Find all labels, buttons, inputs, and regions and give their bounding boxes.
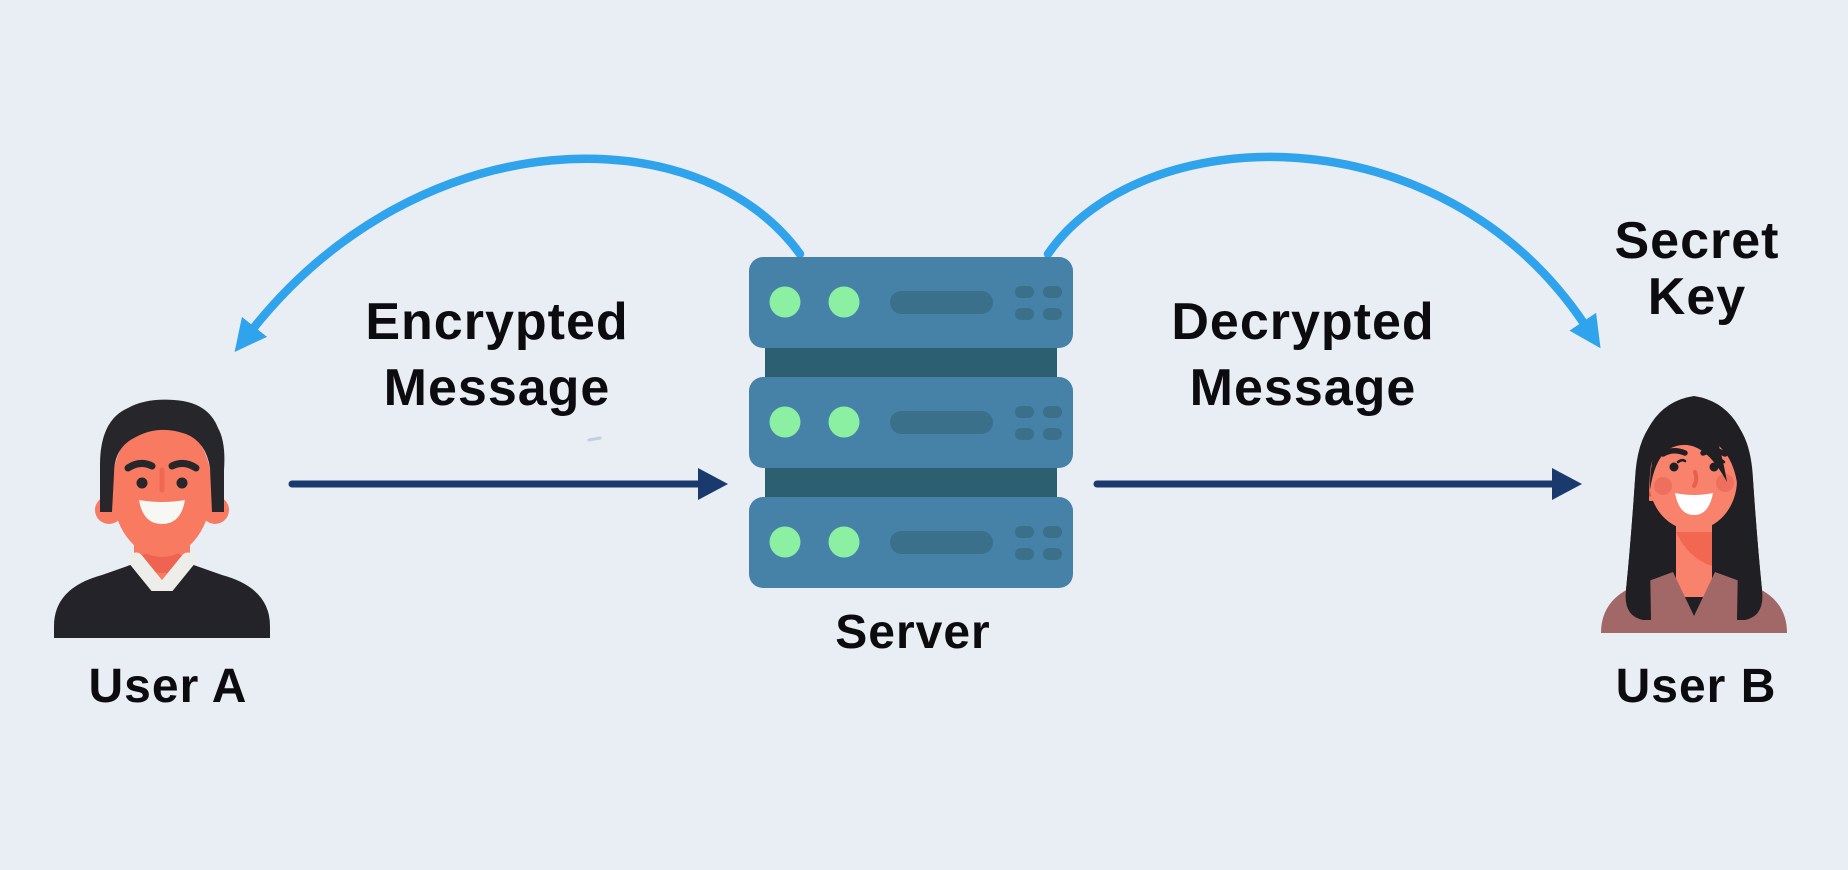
eyebrow xyxy=(1660,448,1688,457)
collar-point xyxy=(148,591,176,614)
drive-slot xyxy=(890,531,993,554)
label-line: Secret xyxy=(1614,212,1780,270)
server-unit xyxy=(749,377,1073,468)
eye xyxy=(136,477,148,489)
drive-slot xyxy=(890,291,993,314)
cheek xyxy=(1654,477,1672,495)
user-b-label: User B xyxy=(1615,660,1777,713)
label-line: Message xyxy=(1189,359,1417,417)
secret-key-arrow-to-user-b xyxy=(1043,152,1601,349)
smile xyxy=(139,500,185,524)
vent-dot xyxy=(1043,428,1062,440)
label-line: Message xyxy=(383,359,611,417)
neck-shadow xyxy=(1676,532,1712,566)
server-unit xyxy=(749,497,1073,588)
label-line: Encrypted xyxy=(365,293,629,351)
user-b-avatar xyxy=(1601,396,1787,633)
vent-dot xyxy=(1015,526,1034,538)
secret-key-arrow-to-user-a xyxy=(234,154,805,352)
hair-strand-left xyxy=(1625,414,1663,620)
label-line: Decrypted xyxy=(1171,293,1435,351)
secret-key-label: Secret Key xyxy=(1547,213,1847,325)
eyebrow xyxy=(124,459,156,472)
led-light xyxy=(769,286,801,318)
server-connector xyxy=(765,343,1057,383)
vent-dot xyxy=(1043,308,1062,320)
hair-fringe xyxy=(1649,418,1739,490)
hair-strand-right xyxy=(1725,414,1763,620)
led-light xyxy=(769,526,801,558)
vent-dot xyxy=(1015,428,1034,440)
vent-dot xyxy=(1015,548,1034,560)
label-line: Key xyxy=(1647,268,1747,326)
smile xyxy=(1675,493,1713,515)
led-light xyxy=(828,526,860,558)
led-light xyxy=(769,406,801,438)
led-light xyxy=(828,406,860,438)
eyelash xyxy=(1676,458,1687,464)
nose xyxy=(1692,470,1699,488)
eye xyxy=(176,477,188,489)
drive-slot xyxy=(890,411,993,434)
server-connector xyxy=(765,463,1057,503)
server-unit xyxy=(749,257,1073,348)
vent-dot xyxy=(1043,286,1062,298)
led-light xyxy=(828,286,860,318)
vent-dot xyxy=(1015,308,1034,320)
server-label: Server xyxy=(835,606,991,659)
vent-dot xyxy=(1043,406,1062,418)
vent-dot xyxy=(1043,526,1062,538)
user-a-avatar xyxy=(54,399,270,638)
server-icon xyxy=(749,257,1073,588)
user-a-label: User A xyxy=(88,660,248,713)
eyebrow xyxy=(168,459,200,472)
decrypted-message-label: Decrypted Message xyxy=(1053,289,1553,421)
hair xyxy=(100,399,225,512)
stray-mark xyxy=(587,436,602,442)
vent-dot xyxy=(1015,406,1034,418)
cheek xyxy=(1716,474,1734,492)
vent-dot xyxy=(1043,548,1062,560)
eye xyxy=(1669,462,1679,472)
encrypted-message-label: Encrypted Message xyxy=(247,289,747,421)
vent-dot xyxy=(1015,286,1034,298)
